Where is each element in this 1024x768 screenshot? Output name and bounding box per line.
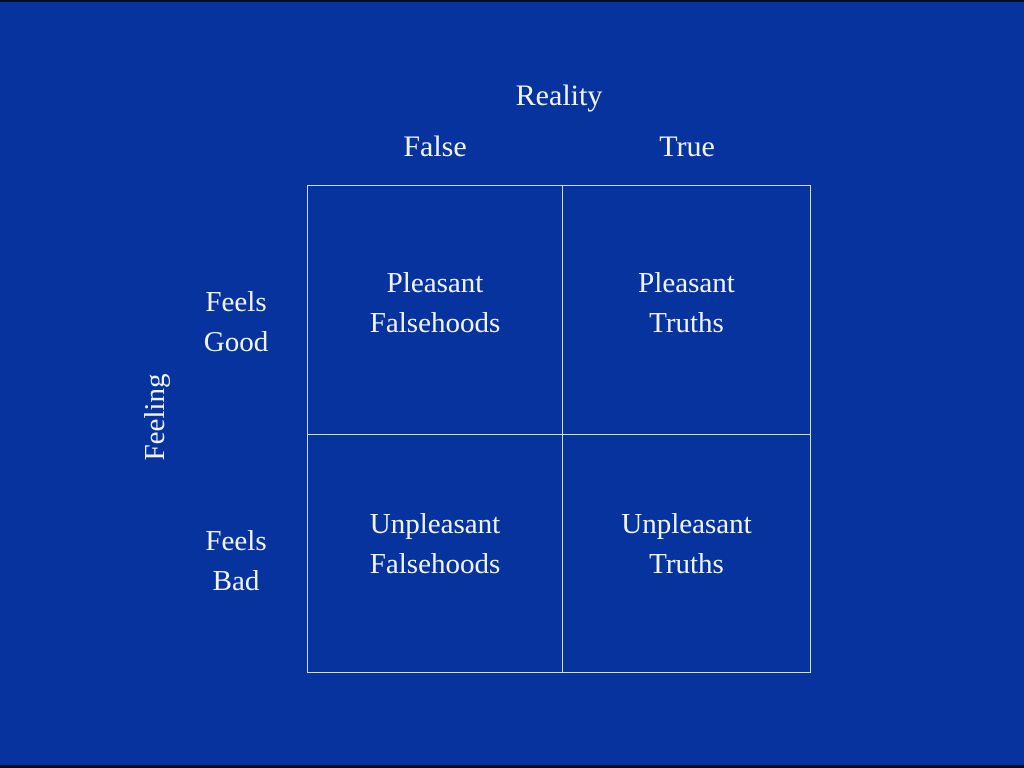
- column-label-false: False: [403, 130, 467, 163]
- row-label-feels-good: Feels Good: [203, 286, 269, 358]
- quadrant-unpleasant-falsehoods: Unpleasant Falsehoods: [308, 435, 563, 672]
- row-label-feels-bad: Feels Bad: [205, 525, 267, 597]
- bottom-edge-bar: [0, 765, 1024, 768]
- column-label-true: True: [659, 130, 715, 163]
- matrix-grid: Pleasant Falsehoods Pleasant Truths Unpl…: [307, 185, 811, 673]
- quadrant-pleasant-falsehoods: Pleasant Falsehoods: [308, 186, 563, 435]
- x-axis-title: Reality: [515, 79, 603, 112]
- quadrant-unpleasant-truths: Unpleasant Truths: [621, 508, 752, 580]
- quadrant-pleasant-truths: Pleasant Truths: [563, 186, 810, 435]
- top-edge-bar: [0, 0, 1024, 2]
